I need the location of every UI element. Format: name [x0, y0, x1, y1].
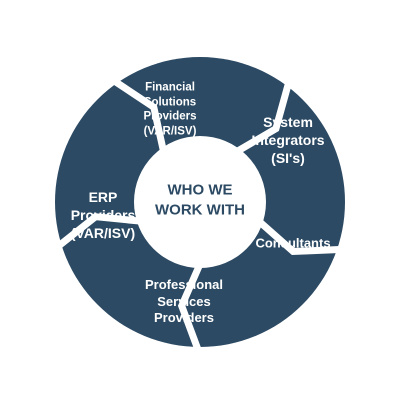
segment-divider-5	[108, 75, 168, 153]
segment-label-financial-solutions-providers: Financial Solutions Providers (VAR/ISV)	[143, 81, 197, 138]
segment-label-consultants: Consultants	[255, 235, 331, 251]
center-hub	[134, 136, 266, 268]
segment-label-system-integrators: System Integrators (SI's)	[251, 114, 325, 166]
segment-label-professional-services-providers: Professional Services Providers	[144, 277, 224, 326]
segment-label-erp-providers: ERP Providers (VAR/ISV)	[70, 189, 136, 241]
center-title: WHO WE WORK WITH	[155, 181, 245, 219]
segment-divider-4	[52, 213, 142, 253]
segment-divider-1	[234, 77, 294, 155]
segment-divider-2	[256, 218, 346, 256]
segment-divider-3	[177, 262, 204, 357]
